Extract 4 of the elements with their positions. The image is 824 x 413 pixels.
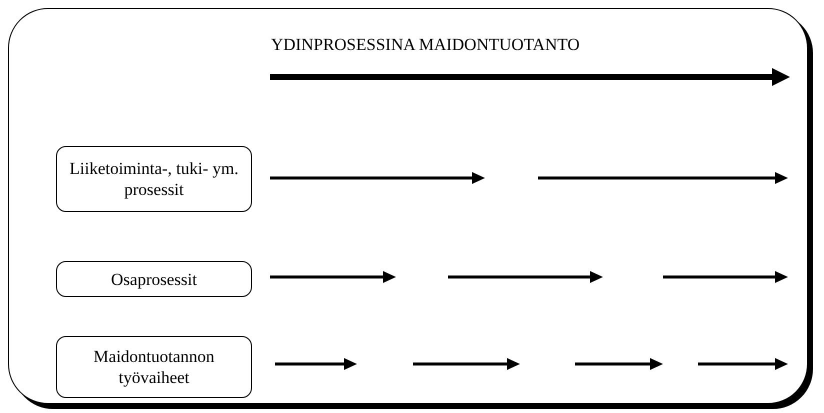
heading: YDINPROSESSINA MAIDONTUOTANTO bbox=[271, 35, 580, 55]
process-box: Maidontuotannon työvaiheet bbox=[56, 336, 252, 398]
process-box: Liiketoiminta-, tuki- ym. prosessit bbox=[56, 146, 252, 212]
process-box: Osaprosessit bbox=[56, 261, 252, 297]
